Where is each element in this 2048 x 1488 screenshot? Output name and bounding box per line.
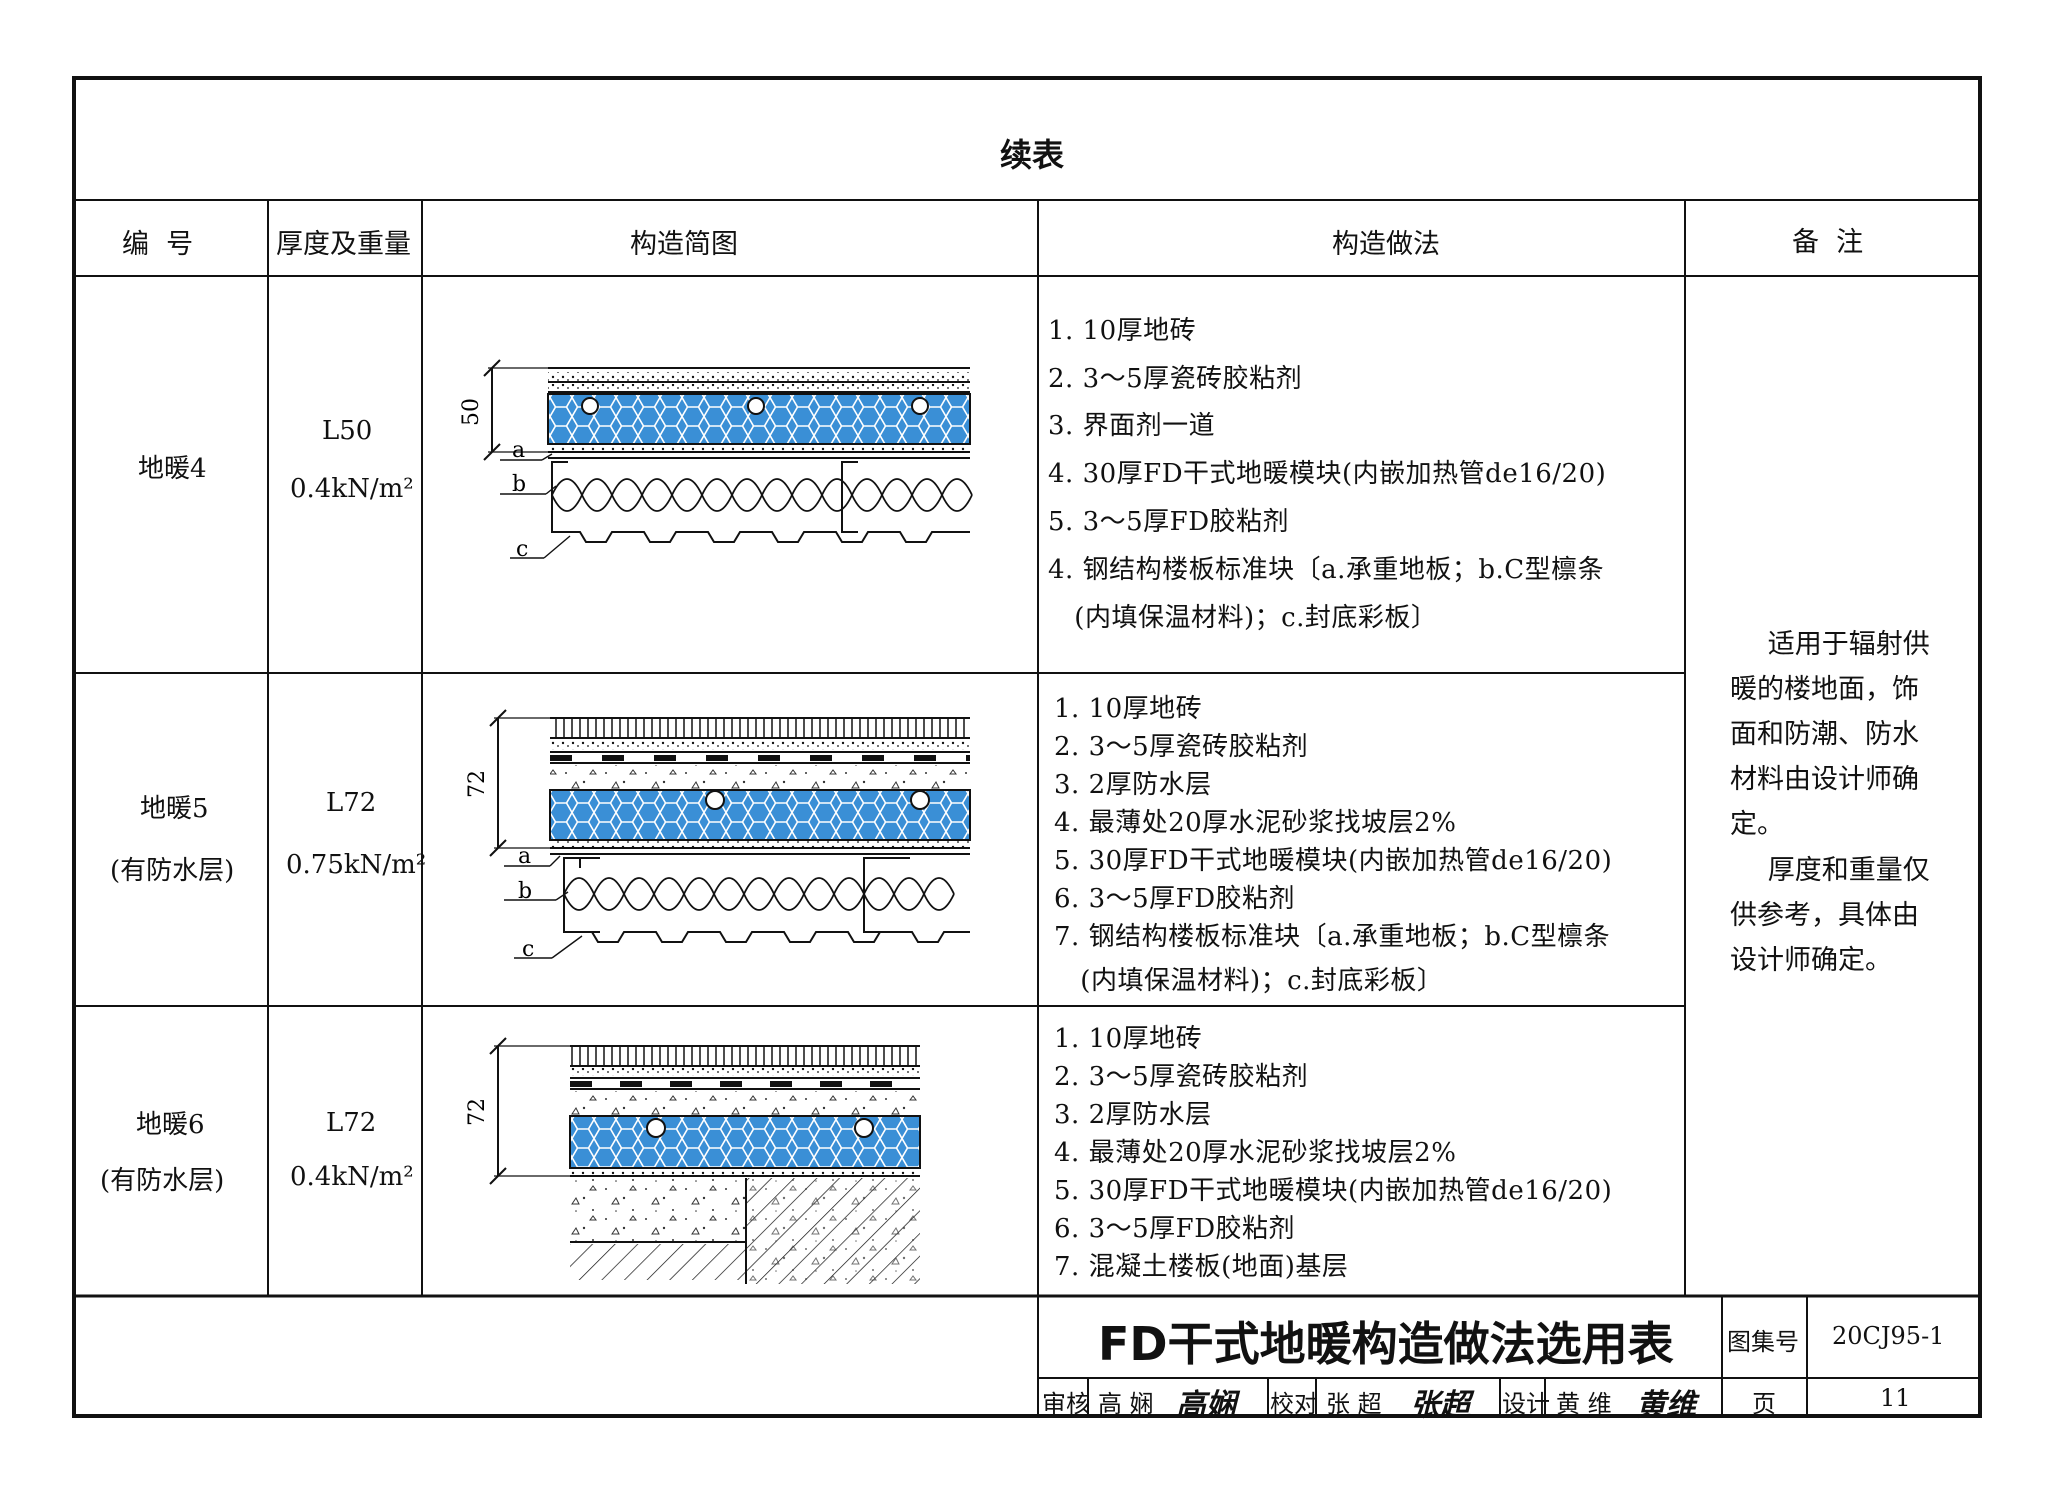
leader-label-a: a: [512, 438, 525, 463]
step-item: 4. 钢结构楼板标准块〔a.承重地板；b.C型檩条: [1048, 555, 1605, 585]
step-item: 1. 10厚地砖: [1048, 316, 1197, 346]
dimension-label: 72: [465, 1098, 490, 1126]
step-item: 4. 30厚FD干式地暖模块(内嵌加热管de16/20): [1048, 459, 1607, 489]
step-item: (内填保温材料)；c.封底彩板〕: [1054, 966, 1444, 996]
step-item: 3. 界面剂一道: [1048, 411, 1216, 441]
atlas-number: 20CJ95-1: [1832, 1322, 1945, 1350]
row-id: 地暖4: [138, 454, 207, 484]
header-diagram: 构造简图: [630, 229, 738, 260]
leader-label-a: a: [518, 844, 531, 869]
row-id: 地暖5: [140, 794, 209, 824]
step-item: 4. 最薄处20厚水泥砂浆找坡层2%: [1054, 808, 1457, 838]
header-method: 构造做法: [1332, 229, 1440, 260]
header-thickness-weight: 厚度及重量: [276, 229, 411, 260]
step-item: 5. 3～5厚FD胶粘剂: [1048, 507, 1290, 537]
step-item: 5. 30厚FD干式地暖模块(内嵌加热管de16/20): [1054, 846, 1613, 876]
step-item: 5. 30厚FD干式地暖模块(内嵌加热管de16/20): [1054, 1176, 1613, 1206]
step-item: 1. 10厚地砖: [1054, 1024, 1203, 1054]
row-thickness: L72: [326, 788, 377, 818]
leader-label-c: c: [522, 937, 534, 962]
reviewer-name: 高 娴: [1098, 1390, 1154, 1418]
dimension-label: 50: [459, 398, 484, 426]
row-weight: 0.75kN/m²: [286, 850, 427, 880]
atlas-label: 图集号: [1727, 1328, 1799, 1356]
remarks-paragraph: 厚度和重量仅供参考，具体由设计师确定。: [1730, 855, 1930, 976]
row-subtitle: (有防水层): [100, 1166, 225, 1196]
step-item: 4. 最薄处20厚水泥砂浆找坡层2%: [1054, 1138, 1457, 1168]
row-thickness: L50: [322, 416, 373, 446]
review-label: 审核: [1042, 1390, 1090, 1418]
drawing-frame: [72, 76, 1982, 1418]
step-item: 6. 3～5厚FD胶粘剂: [1054, 1214, 1296, 1244]
step-item: 6. 3～5厚FD胶粘剂: [1054, 884, 1296, 914]
diagram-floor-heating-4: 50 a b c: [459, 359, 973, 562]
step-item: (内填保温材料)；c.封底彩板〕: [1048, 603, 1438, 633]
row-thickness: L72: [326, 1108, 377, 1138]
row-subtitle: (有防水层): [110, 856, 235, 886]
step-item: 3. 2厚防水层: [1054, 1100, 1212, 1130]
leader-label-b: b: [512, 472, 526, 497]
diagram-floor-heating-6: 72: [465, 1037, 921, 1284]
step-item: 1. 10厚地砖: [1054, 694, 1203, 724]
diagram-floor-heating-5: 72 a b c: [465, 709, 971, 962]
leader-label-c: c: [516, 537, 528, 562]
designer-signature: 黄维: [1636, 1388, 1696, 1423]
step-item: 2. 3～5厚瓷砖胶粘剂: [1054, 732, 1309, 762]
step-item: 7. 混凝土楼板(地面)基层: [1054, 1252, 1349, 1282]
row-id: 地暖6: [136, 1110, 205, 1140]
header-remarks: 备 注: [1792, 227, 1864, 258]
page-number: 11: [1880, 1384, 1911, 1412]
leader-label-b: b: [518, 879, 532, 904]
header-number: 编 号: [122, 229, 194, 260]
reviewer-signature: 高娴: [1176, 1388, 1236, 1423]
design-label: 设计: [1502, 1390, 1550, 1418]
checker-name: 张 超: [1326, 1390, 1382, 1418]
table-title: 续表: [1000, 136, 1065, 174]
row-weight: 0.4kN/m²: [290, 1162, 414, 1192]
page-label: 页: [1752, 1390, 1776, 1418]
step-item: 3. 2厚防水层: [1054, 770, 1212, 800]
designer-name: 黄 维: [1556, 1390, 1612, 1418]
row-weight: 0.4kN/m²: [290, 474, 414, 504]
dimension-label: 72: [465, 770, 490, 798]
check-label: 校对: [1270, 1390, 1318, 1418]
step-item: 2. 3～5厚瓷砖胶粘剂: [1054, 1062, 1309, 1092]
checker-signature: 张超: [1410, 1388, 1470, 1423]
step-item: 7. 钢结构楼板标准块〔a.承重地板；b.C型檩条: [1054, 922, 1611, 952]
step-item: 2. 3～5厚瓷砖胶粘剂: [1048, 364, 1303, 394]
remarks-paragraph: 适用于辐射供暖的楼地面，饰面和防潮、防水材料由设计师确定。: [1730, 629, 1930, 840]
drawing-title: FD干式地暖构造做法选用表: [1098, 1317, 1674, 1371]
